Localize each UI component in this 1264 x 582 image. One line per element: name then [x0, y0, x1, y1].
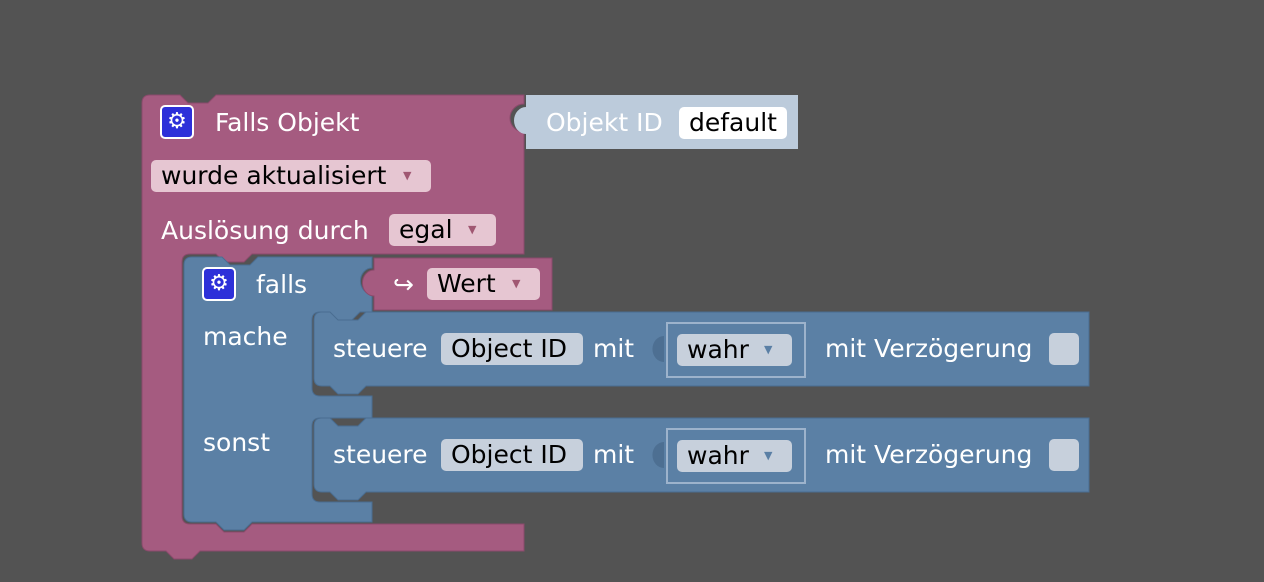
- event-dropdown[interactable]: wurde aktualisiert ▼: [151, 160, 431, 192]
- mit-label: mit: [593, 440, 635, 469]
- socket-notch-2: [652, 442, 664, 468]
- delay-label: mit Verzögerung: [825, 334, 1033, 363]
- falls-label: falls: [256, 270, 308, 299]
- trigger-title: Falls Objekt: [215, 108, 360, 137]
- return-arrow-icon: ↪: [393, 270, 414, 299]
- gear-icon[interactable]: ⚙: [202, 267, 236, 301]
- value-socket: [666, 322, 806, 378]
- wahr-dropdown[interactable]: wahr ▼: [677, 440, 792, 472]
- value-dropdown[interactable]: Wert ▼: [427, 268, 540, 300]
- object-id-field[interactable]: Object ID: [441, 439, 583, 471]
- trigger-dropdown[interactable]: egal ▼: [389, 214, 496, 246]
- mache-label: mache: [203, 322, 288, 351]
- sonst-label: sonst: [203, 428, 270, 457]
- chevron-down-icon: ▼: [468, 223, 477, 236]
- control-label: steuere: [333, 334, 428, 363]
- trigger-label: Auslösung durch: [161, 216, 369, 245]
- wahr-dropdown[interactable]: wahr ▼: [677, 334, 792, 366]
- chevron-down-icon: ▼: [403, 169, 412, 182]
- if-else-block-shape[interactable]: [183, 256, 373, 531]
- object-id-field[interactable]: Object ID: [441, 333, 583, 365]
- event-block-shape[interactable]: [141, 94, 525, 560]
- control-label: steuere: [333, 440, 428, 469]
- mit-label: mit: [593, 334, 635, 363]
- chevron-down-icon: ▼: [764, 449, 773, 462]
- oid-label: Objekt ID: [546, 108, 663, 137]
- delay-label: mit Verzögerung: [825, 440, 1033, 469]
- socket-notch-1: [652, 336, 664, 362]
- gear-icon[interactable]: ⚙: [160, 105, 194, 139]
- chevron-down-icon: ▼: [764, 343, 773, 356]
- chevron-down-icon: ▼: [512, 277, 521, 290]
- oid-value-field[interactable]: default: [679, 107, 787, 139]
- value-socket: [666, 428, 806, 484]
- delay-checkbox[interactable]: [1049, 333, 1079, 365]
- delay-checkbox[interactable]: [1049, 439, 1079, 471]
